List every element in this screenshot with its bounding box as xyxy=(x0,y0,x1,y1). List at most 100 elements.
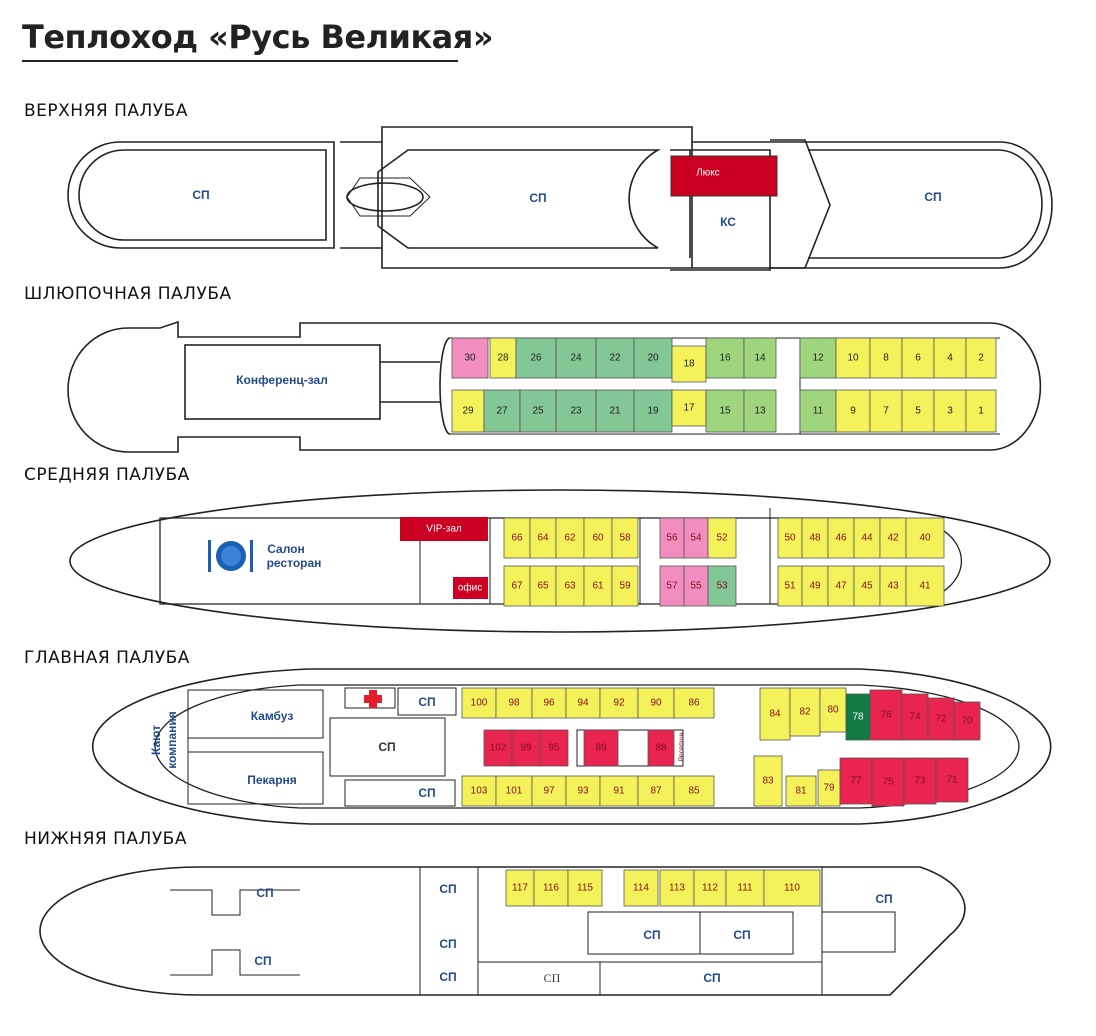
cabin-main-77[interactable] xyxy=(839,757,873,805)
cabin-number-52: 52 xyxy=(716,533,728,544)
cabin-number-29: 29 xyxy=(462,406,474,417)
cabin-main-86[interactable] xyxy=(673,687,715,719)
cabin-main-73[interactable] xyxy=(903,757,937,805)
cabin-boat-22[interactable] xyxy=(595,337,635,379)
cabin-middle-61[interactable] xyxy=(583,565,613,607)
cabin-boat-2[interactable] xyxy=(965,337,997,379)
cabin-main-74[interactable] xyxy=(901,693,929,741)
cabin-main-88[interactable] xyxy=(647,729,675,767)
cabin-lower-113[interactable] xyxy=(659,869,695,907)
cabin-main-99[interactable] xyxy=(511,729,541,767)
cabin-main-85[interactable] xyxy=(673,775,715,807)
cabin-boat-4[interactable] xyxy=(933,337,967,379)
cabin-boat-19[interactable] xyxy=(633,389,673,433)
cabin-boat-3[interactable] xyxy=(933,389,967,433)
office-room[interactable] xyxy=(453,577,488,599)
cabin-lower-117[interactable] xyxy=(505,869,535,907)
cabin-number-44: 44 xyxy=(861,533,873,544)
cabin-main-95[interactable] xyxy=(539,729,569,767)
cabin-middle-62[interactable] xyxy=(555,517,585,559)
cabin-number-11: 11 xyxy=(813,406,824,417)
cabin-number-63: 63 xyxy=(564,581,576,592)
cabin-lux[interactable] xyxy=(670,155,778,197)
cabin-boat-10[interactable] xyxy=(835,337,871,379)
cabin-boat-30[interactable] xyxy=(451,337,489,379)
cabin-middle-43[interactable] xyxy=(879,565,907,607)
cabin-main-84[interactable] xyxy=(759,687,791,741)
cabin-main-92[interactable] xyxy=(599,687,639,719)
cabin-middle-53[interactable] xyxy=(707,565,737,607)
cabin-middle-46[interactable] xyxy=(827,517,855,559)
cabin-boat-16[interactable] xyxy=(705,337,745,379)
cabin-lower-110[interactable] xyxy=(763,869,821,907)
cabin-main-103[interactable] xyxy=(461,775,497,807)
cabin-boat-13[interactable] xyxy=(743,389,777,433)
cabin-main-100[interactable] xyxy=(461,687,497,719)
cabin-main-76[interactable] xyxy=(869,689,903,741)
cabin-main-75[interactable] xyxy=(871,757,905,807)
cabin-main-80[interactable] xyxy=(819,687,847,733)
cabin-middle-40[interactable] xyxy=(905,517,945,559)
cabin-middle-42[interactable] xyxy=(879,517,907,559)
cabin-boat-14[interactable] xyxy=(743,337,777,379)
cabin-middle-50[interactable] xyxy=(777,517,803,559)
cabin-main-101[interactable] xyxy=(495,775,533,807)
cabin-middle-44[interactable] xyxy=(853,517,881,559)
cabin-middle-49[interactable] xyxy=(801,565,829,607)
cabin-middle-60[interactable] xyxy=(583,517,613,559)
cabin-boat-8[interactable] xyxy=(869,337,903,379)
cabin-number-45: 45 xyxy=(861,581,873,592)
cabin-main-91[interactable] xyxy=(599,775,639,807)
cabin-main-83[interactable] xyxy=(753,755,783,807)
cabin-boat-6[interactable] xyxy=(901,337,935,379)
cabin-main-93[interactable] xyxy=(565,775,601,807)
cabin-number-51: 51 xyxy=(784,581,796,592)
cabin-boat-5[interactable] xyxy=(901,389,935,433)
cabin-boat-11[interactable] xyxy=(799,389,837,433)
cabin-boat-15[interactable] xyxy=(705,389,745,433)
cabin-main-87[interactable] xyxy=(637,775,675,807)
cabin-boat-28[interactable] xyxy=(489,337,517,379)
cabin-main-81[interactable] xyxy=(785,775,817,807)
cabin-main-78[interactable] xyxy=(845,693,871,741)
cabin-main-70[interactable] xyxy=(953,701,981,741)
cabin-middle-54[interactable] xyxy=(683,517,709,559)
cabin-number-62: 62 xyxy=(564,533,576,544)
cabin-main-94[interactable] xyxy=(565,687,601,719)
main-sp-3: СП xyxy=(418,786,435,800)
cabin-middle-48[interactable] xyxy=(801,517,829,559)
cabin-middle-57[interactable] xyxy=(659,565,685,607)
cabin-boat-23[interactable] xyxy=(555,389,597,433)
cabin-middle-56[interactable] xyxy=(659,517,685,559)
cabin-boat-18[interactable] xyxy=(671,345,707,383)
cabin-main-89[interactable] xyxy=(583,729,619,767)
cabin-middle-47[interactable] xyxy=(827,565,855,607)
cabin-boat-24[interactable] xyxy=(555,337,597,379)
cabin-main-96[interactable] xyxy=(531,687,567,719)
cabin-lower-111[interactable] xyxy=(725,869,765,907)
cabin-middle-45[interactable] xyxy=(853,565,881,607)
cabin-middle-41[interactable] xyxy=(905,565,945,607)
cabin-boat-20[interactable] xyxy=(633,337,673,379)
cabin-lower-115[interactable] xyxy=(567,869,603,907)
cabin-boat-26[interactable] xyxy=(515,337,557,379)
cabin-boat-29[interactable] xyxy=(451,389,485,433)
cabin-boat-7[interactable] xyxy=(869,389,903,433)
cabin-lower-114[interactable] xyxy=(623,869,659,907)
cabin-main-71[interactable] xyxy=(935,757,969,803)
cabin-middle-65[interactable] xyxy=(529,565,557,607)
cabin-middle-63[interactable] xyxy=(555,565,585,607)
cabin-lower-112[interactable] xyxy=(693,869,727,907)
cabin-middle-59[interactable] xyxy=(611,565,639,607)
cabin-number-17: 17 xyxy=(683,403,695,414)
cabin-boat-1[interactable] xyxy=(965,389,997,433)
cabin-middle-58[interactable] xyxy=(611,517,639,559)
cabin-middle-51[interactable] xyxy=(777,565,803,607)
cabin-boat-21[interactable] xyxy=(595,389,635,433)
cabin-middle-66[interactable] xyxy=(503,517,531,559)
cabin-middle-67[interactable] xyxy=(503,565,531,607)
cabin-middle-52[interactable] xyxy=(707,517,737,559)
cabin-middle-55[interactable] xyxy=(683,565,709,607)
vip-hall[interactable] xyxy=(400,517,488,541)
